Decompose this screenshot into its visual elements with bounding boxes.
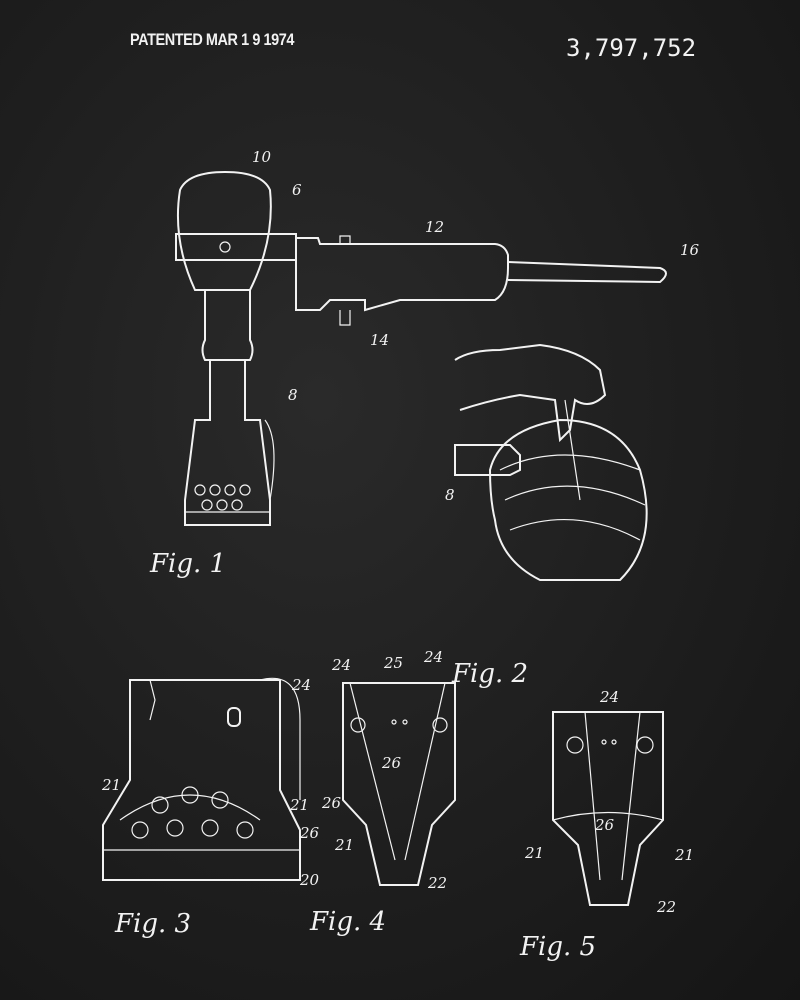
ref-numeral: 21 bbox=[674, 846, 694, 864]
ref-numeral: 25 bbox=[383, 654, 403, 672]
ref-numeral: 26 bbox=[594, 816, 615, 834]
ref-numeral: 21 bbox=[289, 796, 309, 814]
ref-numeral: 22 bbox=[656, 898, 676, 916]
ref-numeral: 8 bbox=[288, 386, 298, 404]
ref-numeral: 6 bbox=[292, 181, 302, 199]
figure-5-nozzle-section: 24 26 21 21 22 Fig. 5 bbox=[519, 688, 694, 962]
ref-numeral: 21 bbox=[524, 844, 544, 862]
ref-numeral: 12 bbox=[425, 218, 444, 236]
ref-numeral: 14 bbox=[370, 331, 389, 349]
figure-label: Fig. 4 bbox=[309, 907, 386, 937]
figure-label: Fig. 3 bbox=[114, 909, 191, 939]
ref-numeral: 8 bbox=[445, 486, 455, 504]
ref-numeral: 24 bbox=[291, 676, 311, 694]
ref-numeral: 24 bbox=[599, 688, 619, 706]
ref-numeral: 24 bbox=[331, 656, 351, 674]
ref-numeral: 21 bbox=[101, 776, 121, 794]
ref-numeral: 20 bbox=[299, 871, 320, 889]
ref-numeral: 26 bbox=[381, 754, 402, 772]
figure-label: Fig. 5 bbox=[519, 932, 596, 962]
ref-numeral: 21 bbox=[334, 836, 354, 854]
ref-numeral: 24 bbox=[423, 648, 443, 666]
figure-label: Fig. 1 bbox=[149, 549, 226, 579]
ref-numeral: 26 bbox=[321, 794, 342, 812]
figure-label: Fig. 2 bbox=[451, 659, 528, 689]
patent-date: PATENTED MAR 1 9 1974 bbox=[130, 30, 294, 49]
figure-1-hair-dryer: 10 6 12 16 14 8 Fig. 1 bbox=[149, 148, 700, 579]
ref-numeral: 16 bbox=[680, 241, 700, 259]
figure-3-nozzle: 24 21 21 26 20 Fig. 3 bbox=[101, 676, 320, 939]
patent-number: 3,797,752 bbox=[566, 34, 697, 62]
ref-numeral: 22 bbox=[427, 874, 447, 892]
figure-2-head-drying: 8 Fig. 2 bbox=[445, 343, 648, 689]
ref-numeral: 26 bbox=[299, 824, 320, 842]
figure-4-nozzle-section: 24 25 24 26 26 21 22 Fig. 4 bbox=[309, 648, 456, 937]
ref-numeral: 10 bbox=[252, 148, 272, 166]
